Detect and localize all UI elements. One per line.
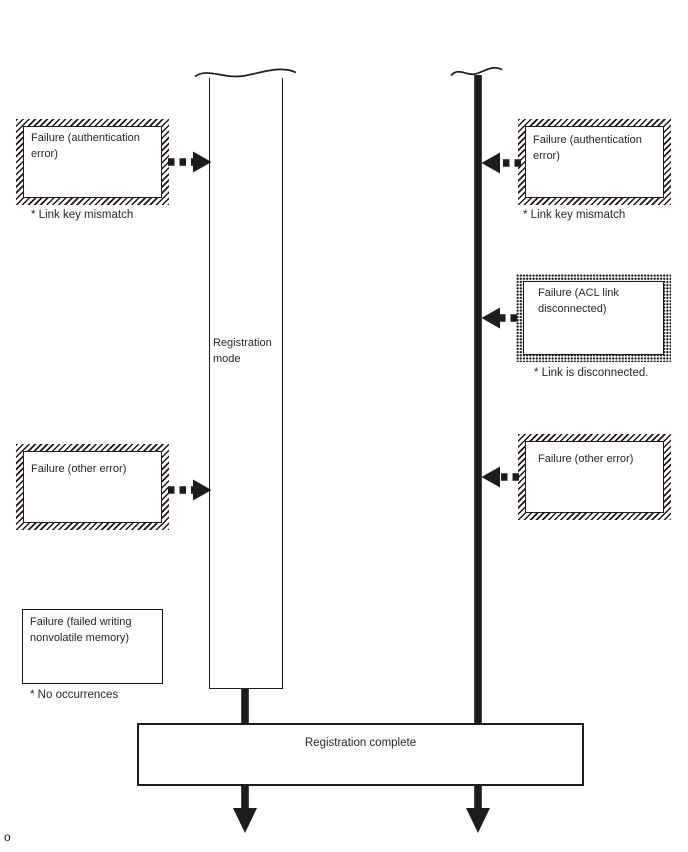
down-arrow-right-icon xyxy=(466,808,490,833)
page-marker: o xyxy=(4,830,11,844)
failure-box-left-nvm-label: Failure (failed writing nonvolatile memo… xyxy=(30,616,132,644)
note-right-auth: * Link key mismatch xyxy=(523,209,626,221)
torn-edge-right-icon xyxy=(450,66,503,77)
failure-box-right-acl: Failure (ACL link disconnected) xyxy=(516,274,671,362)
registration-mode-lifeline: Registration mode xyxy=(209,78,283,689)
left-connector xyxy=(241,688,249,724)
note-left-auth: * Link key mismatch xyxy=(31,209,134,221)
registration-complete-box: Registration complete xyxy=(137,723,584,786)
failure-box-left-auth: Failure (authentication error) xyxy=(16,119,169,205)
failure-box-right-auth: Failure (authentication error) xyxy=(518,119,671,205)
down-arrow-left-icon xyxy=(233,808,257,833)
failure-box-left-other: Failure (other error) xyxy=(16,444,169,530)
arrowhead-right-acl-icon xyxy=(481,307,500,329)
failure-box-right-acl-label: Failure (ACL link disconnected) xyxy=(538,287,619,315)
note-right-acl: * Link is disconnected. xyxy=(534,367,649,379)
right-lifeline-tail xyxy=(474,786,482,809)
left-connector-tail xyxy=(241,786,249,809)
failure-box-left-other-label: Failure (other error) xyxy=(31,463,127,475)
arrowhead-right-other-icon xyxy=(481,466,500,488)
note-left-nvm: * No occurrences xyxy=(30,689,119,701)
failure-box-right-auth-label: Failure (authentication error) xyxy=(533,134,642,162)
registration-mode-label: Registration mode xyxy=(213,337,272,365)
torn-edge-left-icon xyxy=(194,68,297,78)
arrowhead-right-auth-icon xyxy=(481,152,500,174)
failure-box-left-auth-label: Failure (authentication error) xyxy=(31,132,140,160)
right-lifeline xyxy=(474,75,482,724)
failure-box-right-other-label: Failure (other error) xyxy=(538,453,634,465)
failure-box-right-other: Failure (other error) xyxy=(518,434,671,520)
failure-box-left-nvm: Failure (failed writing nonvolatile memo… xyxy=(22,609,163,684)
